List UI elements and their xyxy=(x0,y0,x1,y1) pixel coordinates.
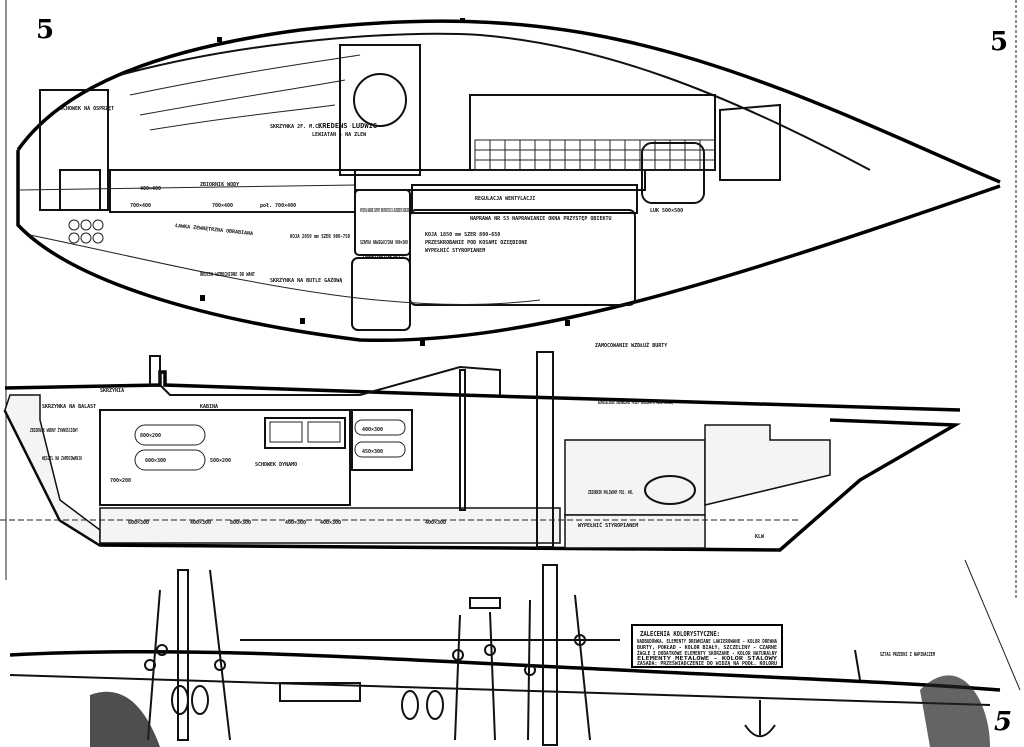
legend-line-1: NADBUDÓWKA, ELEMENTY DREWNIANE LAKIEROWA… xyxy=(637,638,777,645)
plan-chine-line xyxy=(29,234,541,306)
label-ventilation: REGULACJA WENTYLACJI xyxy=(475,196,535,202)
ink-smudge-right xyxy=(920,675,990,747)
label-nalot: WZMOCNIENIE DREWNIANE PŁOZY SKLEJKA Z KO… xyxy=(598,400,673,406)
gas-locker xyxy=(59,169,101,211)
mast-step-area xyxy=(339,44,421,176)
label-keel-note: ZAMOCOWANIE WZDŁUŻ BURTY xyxy=(595,342,667,349)
ventilation-box xyxy=(411,184,638,214)
label-bow-note: SZTAG PRZEDNI Z NAPINACZEM xyxy=(880,652,935,658)
shrouds xyxy=(144,569,591,741)
color-legend-box: ZALECENIA KOLORYSTYCZNE: NADBUDÓWKA, ELE… xyxy=(631,624,783,668)
rigging-view: SZTAG PRZEDNI Z NAPINACZEM xyxy=(9,559,1021,747)
cabin-top xyxy=(159,365,501,396)
label-skrzynka-left: SKRZYNKA NA BUTLE GAZOWĄ xyxy=(270,278,342,284)
mast-rigging xyxy=(542,564,558,746)
label-wypelnic: WYPEŁNIĆ STYROPIANEM xyxy=(578,522,638,529)
plan-centerline xyxy=(19,184,356,191)
label-stern-note: SCHOWEK NA OSPRZĘT xyxy=(60,106,114,112)
legend-line-5: ZASADA: PRZEŚWIADCZENIE DO WIDZĄ NA PODŁ… xyxy=(637,660,777,667)
locker-grid xyxy=(474,139,716,171)
label-left-note-3: WĘGIEL NA ZAMOCOWANIU xyxy=(42,456,82,462)
label-bunk-f: 400×300 xyxy=(362,427,383,433)
ink-smudge-left xyxy=(90,691,160,747)
plan-hull-outline-upper xyxy=(16,19,1001,184)
label-wl: KLW xyxy=(755,534,765,540)
label-koja-right: KOJA 1850 mm SZER 800-650 xyxy=(425,232,500,238)
legend-line-4: ELEMENTY METALOWE - KOLOR STALOWY xyxy=(637,656,777,662)
plan-hull-outline-lower xyxy=(16,150,1001,343)
bow-compartment xyxy=(704,424,831,506)
label-wystepy: WYSTĘPUJĄ NARAŻONE ELEMENTY KONSTRUKCYJN… xyxy=(360,207,410,214)
label-zbiornik-profile: ZBIORNIK PALIWOWY POJ. 40L xyxy=(588,490,633,496)
label-left-note: SKRZYNKA NA BALAST xyxy=(42,404,96,410)
label-szafka: SZAFKA NAWIGACYJNA 900×300 xyxy=(360,240,408,246)
label-wymiar-4: 400×400 xyxy=(140,186,161,192)
label-luk: LUK 500×500 xyxy=(650,208,683,214)
stern-post xyxy=(149,355,161,387)
label-bunk-d: 500×200 xyxy=(210,458,231,464)
label-wymiar-3: 700×400 xyxy=(212,203,233,209)
bow-turnbuckle xyxy=(854,649,861,681)
label-bunk-c: 700×200 xyxy=(110,478,131,484)
label-bottom-4: 400×300 xyxy=(285,520,306,526)
label-bunk-a: 800×200 xyxy=(140,433,161,439)
anchor-icon xyxy=(744,700,776,738)
label-bottom-6: 400×300 xyxy=(425,520,446,526)
page-number-bottom: 5 xyxy=(994,707,1012,737)
bilge-compartments xyxy=(99,507,561,544)
rigging-sheer xyxy=(9,649,1001,692)
profile-locker xyxy=(351,409,413,471)
rigging-rail xyxy=(9,674,991,706)
anchor-locker xyxy=(719,103,781,181)
mast-profile xyxy=(536,351,554,548)
saloon-area xyxy=(99,409,351,506)
label-bunk-b: 600×300 xyxy=(145,458,166,464)
label-koja-left: KOJA 2050 mm SZER 900-750 xyxy=(290,234,350,240)
label-skrzyn: SKRZYNIA xyxy=(100,388,124,394)
plan-berth-right xyxy=(409,209,636,306)
legend-line-3: ŻAGLE I DODATKOWE ELEMENTY SKÓRZANE - KO… xyxy=(637,650,777,657)
cabin-windows xyxy=(264,417,346,449)
label-bottom-3: 800×300 xyxy=(230,520,251,526)
label-cabin: KABINA xyxy=(200,404,218,410)
label-wymiar-2: poł. 700×400 xyxy=(260,203,296,209)
label-wymiar-1: 700×400 xyxy=(130,203,151,209)
label-okucia: OKUCIA WZMOCNIONE DO WANT xyxy=(200,272,255,278)
label-koja-right-3: WYPEŁNIĆ STYROPIANEM xyxy=(425,247,485,254)
label-box-sub: SKRZYNKA 2F. M.C. xyxy=(270,124,321,130)
plan-deck-planking xyxy=(129,54,361,131)
fuel-tank xyxy=(644,475,696,505)
label-bottom-1: 600×300 xyxy=(128,520,149,526)
portholes xyxy=(279,682,361,702)
spreader-box xyxy=(469,597,501,609)
label-zbiornik: ZBIORNIK WODY xyxy=(200,182,239,188)
label-koja-right-2: PRZESKROBANIE POD KOSAMI OZIĘBIONE xyxy=(425,240,527,246)
forestay xyxy=(964,559,1021,691)
label-kredens: KREDENS LUDWIG xyxy=(318,122,377,130)
plan-view: KREDENS LUDWIG LEWIATAN + NA ZLEW SKRZYN… xyxy=(16,18,1001,349)
legend-line-2: BURTY, POKŁAD - KOLOR BIAŁY, SZCZELINY -… xyxy=(637,645,777,651)
fore-hatch xyxy=(641,142,705,204)
hatch-circle xyxy=(353,73,407,127)
plan-deck-line xyxy=(119,32,871,171)
page-number-left: 5 xyxy=(36,15,54,45)
label-left-note-2: ZBIORNIK WODNY ŻYWNOŚCIOWY xyxy=(30,427,78,434)
legend-title: ZALECENIA KOLORYSTYCZNE: xyxy=(640,630,720,638)
profile-view: SKRZYNIA KABINA 800×200 600×300 700×200 … xyxy=(0,351,962,552)
label-bunk-g: 450×300 xyxy=(362,449,383,455)
label-szafka-2: (NAWIGATORSKI) xyxy=(362,254,404,260)
label-koja-right-top: NAPRAWA NR 53 NAPRAWIANIE OKNA PRZYSTĘP … xyxy=(470,216,611,222)
label-bottom-2: 400×300 xyxy=(190,520,211,526)
label-bunk-e: SCHOWEK DYNAMO xyxy=(255,462,297,468)
page-number-right: 5 xyxy=(990,27,1008,57)
label-kredens-sub: LEWIATAN + NA ZLEW xyxy=(312,132,367,138)
label-bottom-5: 400×300 xyxy=(320,520,341,526)
